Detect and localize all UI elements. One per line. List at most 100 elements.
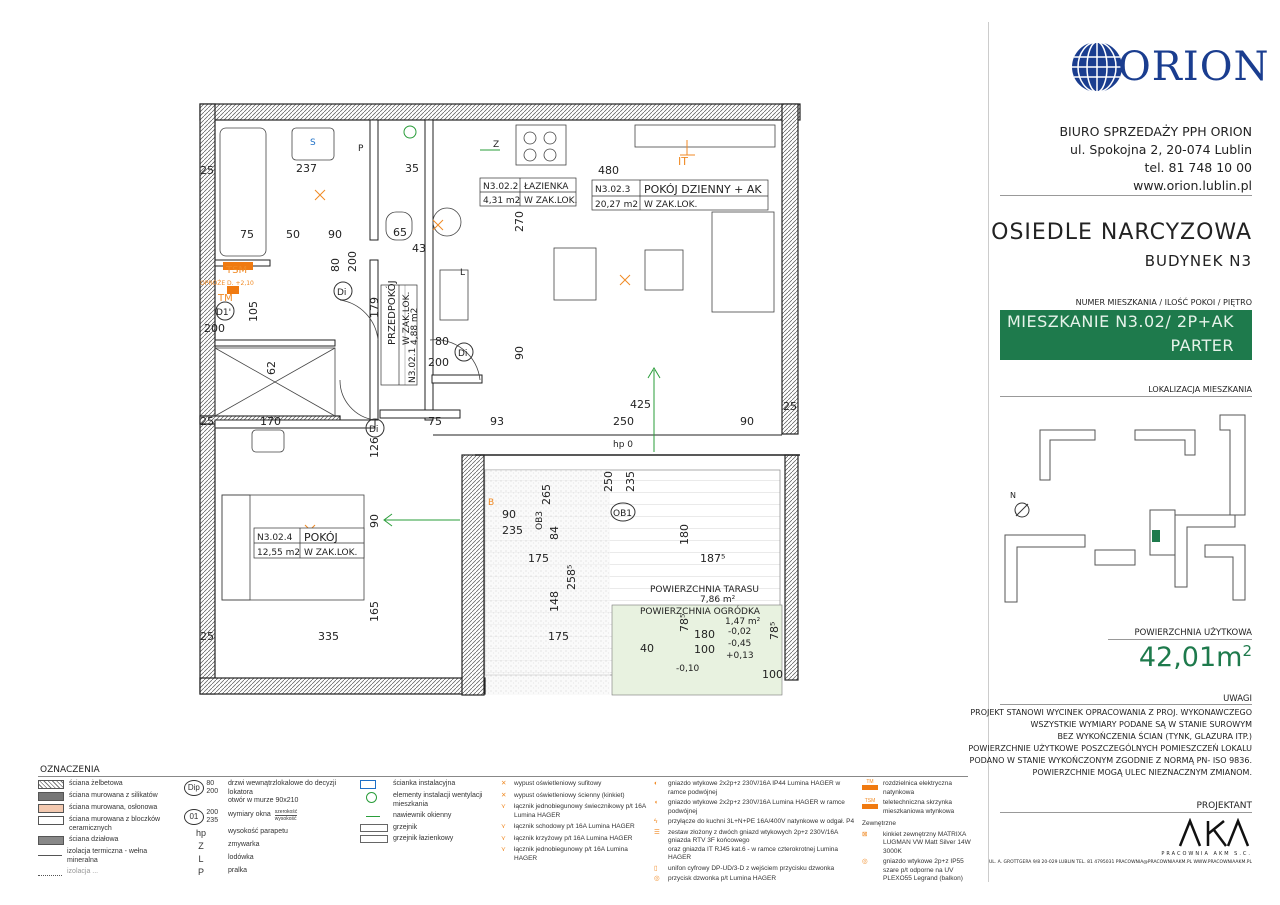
legend-item: oraz gniazda IT RJ45 kat.6 - w ramce czt… [668, 845, 839, 862]
legend-key: Z [198, 840, 204, 851]
svg-text:335: 335 [318, 630, 339, 643]
room-area: 20,27 m2 [595, 200, 638, 210]
apartment-banner: MIESZKANIE N3.02/ 2P+AK PARTER [1000, 310, 1252, 360]
socket-icon: ◐ [654, 780, 658, 787]
svg-text:-0,10: -0,10 [676, 664, 700, 674]
svg-text:S: S [310, 138, 316, 148]
legend-item: przycisk dzwonka p/t Lumina HAGER [668, 875, 777, 882]
svg-text:200: 200 [204, 322, 225, 335]
legend-item: wypust oświetleniowy sufitowy [514, 780, 602, 787]
ventilation-marks [383, 125, 661, 527]
legend-item: wymiary okna [228, 810, 271, 818]
office-website[interactable]: www.orion.lublin.pl [1133, 178, 1252, 193]
legend-item: kinkiet zewnętrzny MATRIXA LUGMAN VW Mat… [883, 830, 971, 855]
outdoor-socket-icon: ◎ [862, 858, 868, 865]
svg-text:237: 237 [296, 162, 317, 175]
svg-text:270: 270 [513, 211, 526, 232]
location-caption: LOKALIZACJA MIESZKANIA [1148, 385, 1252, 394]
legend-item: łącznik jednobiegunowy p/t 16A Lumina HA… [514, 846, 628, 862]
legend: ściana żelbetowa ściana murowana z silik… [38, 780, 980, 886]
desk-chair [251, 429, 285, 453]
room-name: POKÓJ [304, 531, 338, 544]
window-symbol: 01 [183, 808, 204, 825]
svg-text:480: 480 [598, 164, 619, 177]
room-finish: W ZAK.LOK. [304, 548, 357, 558]
designer-subtitle: PRACOWNIA AKM S.C. [1161, 851, 1252, 857]
svg-text:40: 40 [640, 642, 654, 655]
room-id: N3.02.3 [595, 185, 630, 195]
outdoor-labels: POWIERZCHNIA TARASU 7,86 m² POWIERZCHNIA… [613, 440, 761, 674]
note-line: WSZYSTKIE WYMIARY PODANE SĄ W STANIE SUR… [1030, 720, 1252, 729]
room-label-bedroom: N3.02.4 POKÓJ 12,55 m2 W ZAK.LOK. [253, 527, 365, 559]
svg-text:50: 50 [286, 228, 300, 241]
legend-item: nawiewnik okienny [393, 812, 452, 819]
svg-text:IT: IT [678, 155, 688, 168]
legend-electrical-lighting: ✕wypust oświetleniowy sufitowy ✕wypust o… [501, 780, 651, 886]
svg-text:425: 425 [630, 398, 651, 411]
legend-item: łącznik schodowy p/t 16A Lumina HAGER [514, 823, 635, 830]
svg-text:90: 90 [740, 415, 754, 428]
svg-text:43: 43 [412, 242, 426, 255]
legend-item: gniazdo wtykowe 2x2p+z 230V/16A IP44 Lum… [668, 780, 841, 796]
fixtures [214, 124, 776, 601]
telecom-box-icon [862, 804, 878, 809]
svg-text:25: 25 [200, 415, 214, 428]
area-caption: POWIERZCHNIA UŻYTKOWA [1134, 628, 1252, 638]
legend-item: unifon cyfrowy DP-UD/3-D z wejściem przy… [668, 864, 835, 872]
note-line: BEZ WYKOŃCZENIA ŚCIAN (TYNK, GLAZURA ITP… [1057, 732, 1252, 741]
north-label: N [1010, 491, 1016, 500]
svg-text:105: 105 [247, 301, 260, 322]
distribution-board-icon [862, 785, 878, 790]
legend-item: lodówka [228, 853, 254, 861]
tm-label: TM [866, 779, 874, 785]
room-area: 12,55 m2 [257, 548, 300, 558]
svg-text:126: 126 [368, 437, 381, 458]
svg-text:25: 25 [200, 164, 214, 177]
legend-item: gniazdo wtykowe 2p+z IP55 szare p/t odpo… [883, 858, 964, 874]
globe-icon [1072, 41, 1122, 93]
svg-text:35: 35 [405, 162, 419, 175]
tsm-box [223, 262, 253, 270]
svg-text:200: 200 [346, 251, 359, 272]
room-area: 4,31 m2 [483, 196, 520, 206]
sales-office: BIURO SPRZEDAŻY PPH ORION ul. Spokojna 2… [1059, 123, 1252, 195]
svg-text:100: 100 [694, 643, 715, 656]
window-width: 200 [206, 808, 219, 816]
svg-text:OB3: OB3 [535, 511, 545, 530]
svg-text:175: 175 [548, 630, 569, 643]
estate-name: OSIEDLE NARCYZOWA [991, 220, 1252, 245]
legend-item: drzwi wewnątrzlokalowe do decyzji lokato… [228, 780, 337, 796]
legend-walls: ściana żelbetowa ściana murowana z silik… [38, 780, 176, 886]
room-area: 4,88 m2 [410, 308, 420, 345]
designer-contact: UL. A. GROTTGERA 9/8 20-029 LUBLIN TEL. … [988, 860, 1252, 865]
legend-item: przyłącze do kuchni 3L+N+PE 16A/400V nat… [668, 818, 855, 825]
window-vent-icon [366, 816, 380, 817]
room-finish: W ZAK.LOK. [524, 196, 577, 206]
office-address: ul. Spokojna 2, 20-074 Lublin [1070, 142, 1252, 157]
panel-divider [988, 22, 989, 882]
svg-text:P: P [358, 144, 364, 154]
svg-text:Di: Di [337, 288, 346, 298]
office-name: BIURO SPRZEDAŻY PPH ORION [1059, 124, 1252, 139]
area-value: 42,01m [1138, 642, 1243, 673]
legend-item: gniazda RTV 3F końcowego [668, 837, 750, 844]
legend-item: rozdzielnica elektryczna natynkowa [883, 780, 953, 796]
svg-text:Di: Di [458, 349, 467, 359]
wardrobe [214, 347, 336, 417]
svg-text:258⁵: 258⁵ [565, 565, 578, 590]
svg-text:165: 165 [368, 601, 381, 622]
svg-text:65: 65 [393, 226, 407, 239]
internal-walls [214, 119, 483, 429]
svg-text:100: 100 [762, 668, 783, 681]
room-id: N3.02.4 [257, 533, 293, 543]
svg-text:Z: Z [493, 140, 499, 150]
curtain-wall-swatch [38, 804, 64, 813]
svg-text:hp 0: hp 0 [613, 440, 633, 450]
svg-text:+0,13: +0,13 [726, 651, 754, 661]
